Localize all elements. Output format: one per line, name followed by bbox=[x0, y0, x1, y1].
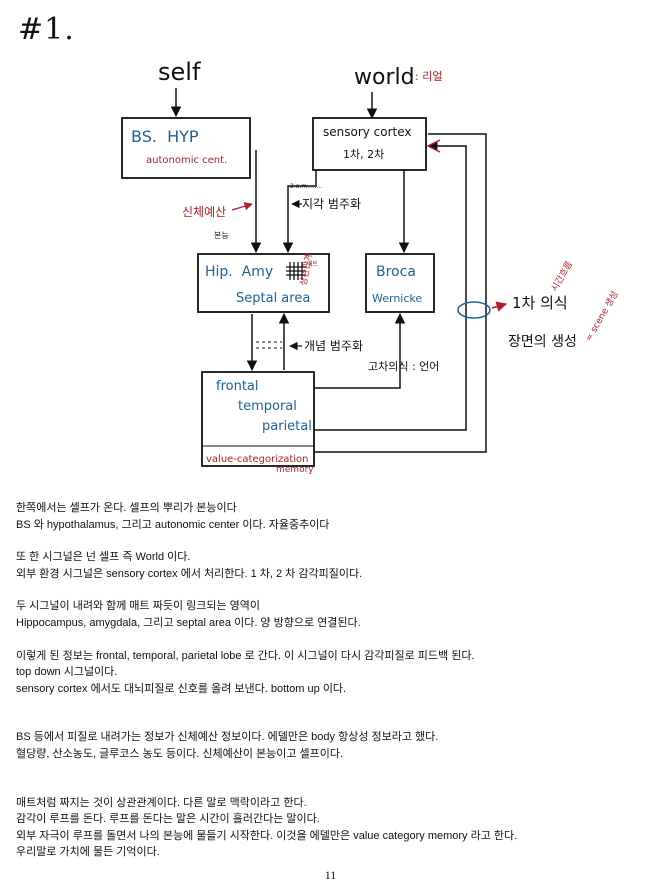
text-line: 외부 환경 시그널은 sensory cortex 에서 처리한다. 1 차, … bbox=[16, 567, 363, 580]
text-line: 매트처럼 짜지는 것이 상관관계이다. 다른 말로 맥락이라고 한다. bbox=[16, 796, 307, 809]
scene-side-label: = scene 생성 bbox=[583, 289, 621, 343]
value-category-label: value-categorization bbox=[206, 454, 309, 465]
loop-to-consciousness-arrow bbox=[491, 301, 508, 312]
feedback-loop-inner bbox=[314, 140, 467, 431]
paragraph-correlation: 매트처럼 짜지는 것이 상관관계이다. 다른 말로 맥락이라고 한다. 감각이 … bbox=[16, 795, 646, 861]
text-line: 두 시그널이 내려와 함께 매트 짜듯이 링크되는 영역이 bbox=[16, 600, 261, 613]
text-line: 또 한 시그널은 넌 셀프 즉 World 이다. bbox=[16, 551, 191, 564]
correlation-top-note: 매트 bbox=[307, 260, 319, 268]
body-budget-arrow bbox=[231, 202, 253, 211]
brain-loop-diagram: self world : 리얼 BS. HYP autonomic cent. … bbox=[121, 58, 621, 475]
correlation-note: 상관관계 bbox=[297, 252, 315, 287]
paragraph-world: 또 한 시그널은 넌 셀프 즉 World 이다. 외부 환경 시그널은 sen… bbox=[16, 549, 646, 582]
broca-label: Broca bbox=[376, 264, 416, 280]
paragraph-link: 두 시그널이 내려와 함께 매트 짜듯이 링크되는 영역이 Hippocampu… bbox=[16, 598, 646, 631]
concept-cat-label: 개념 범주화 bbox=[304, 339, 363, 353]
mat-weave-icon bbox=[286, 262, 306, 280]
memory-label: memory bbox=[276, 465, 314, 475]
broca-box bbox=[365, 253, 435, 313]
paragraph-self: 한쪽에서는 셀프가 온다. 셀프의 뿌리가 본능이다 BS 와 hypothal… bbox=[16, 500, 646, 533]
text-line: BS 와 hypothalamus, 그리고 autonomic center … bbox=[16, 518, 330, 531]
septal-area-label: Septal area bbox=[236, 291, 310, 306]
text-line: BS 등에서 피질로 내려가는 정보가 신체예산 정보이다. 에델만은 body… bbox=[16, 731, 439, 744]
small-marks: 2.a.m........ bbox=[290, 183, 323, 190]
hip-amy-box bbox=[197, 253, 330, 313]
sensory-cortex-label: sensory cortex bbox=[323, 125, 412, 139]
sensory-order-label: 1차, 2차 bbox=[343, 148, 384, 161]
paragraph-body-budget: BS 등에서 피질로 내려가는 정보가 신체예산 정보이다. 에델만은 body… bbox=[16, 729, 646, 762]
self-label: self bbox=[158, 58, 201, 86]
text-line: 혈당량, 산소농도, 글루코스 농도 등이다. 신체예산이 본능이고 셀프이다. bbox=[16, 747, 344, 760]
temporal-label: temporal bbox=[238, 399, 297, 414]
world-label: world bbox=[354, 65, 415, 90]
bs-hyp-label: BS. HYP bbox=[131, 127, 199, 146]
text-line: 한쪽에서는 셀프가 온다. 셀프의 뿌리가 본능이다 bbox=[16, 502, 237, 514]
text-line: Hippocampus, amygdala, 그리고 septal area 이… bbox=[16, 616, 361, 629]
parietal-label: parietal bbox=[262, 419, 312, 434]
paragraph-feedback: 이렇게 된 정보는 frontal, temporal, parietal lo… bbox=[16, 648, 646, 698]
body-budget-label: 신체예산 bbox=[182, 205, 226, 219]
instinct-label: 본능 bbox=[214, 231, 229, 240]
scene-generation-label: 장면의 생성 bbox=[508, 334, 577, 350]
feedback-loop-outer bbox=[314, 133, 487, 453]
perceptual-cat-label: 지각 범주화 bbox=[302, 197, 361, 211]
primary-consciousness-label: 1차 의식 bbox=[512, 294, 568, 312]
text-line: sensory cortex 에서도 대뇌피질로 신호를 올려 보낸다. bot… bbox=[16, 682, 347, 695]
text-line: 우리말로 가치에 물든 기억이다. bbox=[16, 846, 160, 859]
page-number: 11 bbox=[324, 868, 337, 882]
loop-circle bbox=[457, 301, 491, 319]
text-line: top down 시그널이다. bbox=[16, 666, 118, 679]
wernicke-label: Wernicke bbox=[372, 292, 422, 305]
frontal-label: frontal bbox=[216, 379, 259, 394]
hip-amy-label: Hip. Amy bbox=[205, 264, 273, 280]
page-title: #1. bbox=[18, 12, 75, 47]
body-text: 한쪽에서는 셀프가 온다. 셀프의 뿌리가 본능이다 BS 와 hypothal… bbox=[16, 500, 646, 877]
cortex-to-broca-arrow bbox=[314, 312, 406, 389]
sensory-cortex-box bbox=[312, 117, 427, 171]
autonomic-label: autonomic cent. bbox=[146, 155, 227, 166]
bs-hyp-box bbox=[121, 117, 251, 179]
text-line: 감각이 루프를 돈다. 루프를 돈다는 말은 시간이 흘러간다는 말이다. bbox=[16, 813, 320, 826]
sensory-to-hip-arrow bbox=[282, 170, 317, 254]
time-flow-label: 시간흐름 bbox=[549, 259, 575, 293]
red-feedback-mark bbox=[426, 139, 441, 153]
text-line: 외부 자극이 루프를 돌면서 나의 본능에 물들기 시작한다. 이것을 에델만은… bbox=[16, 829, 518, 842]
text-line: 이렇게 된 정보는 frontal, temporal, parietal lo… bbox=[16, 649, 475, 662]
higher-consciousness-label: 고차의식 : 언어 bbox=[368, 360, 439, 373]
cortex-lobes-box bbox=[201, 371, 315, 467]
world-note: : 리얼 bbox=[415, 69, 442, 83]
